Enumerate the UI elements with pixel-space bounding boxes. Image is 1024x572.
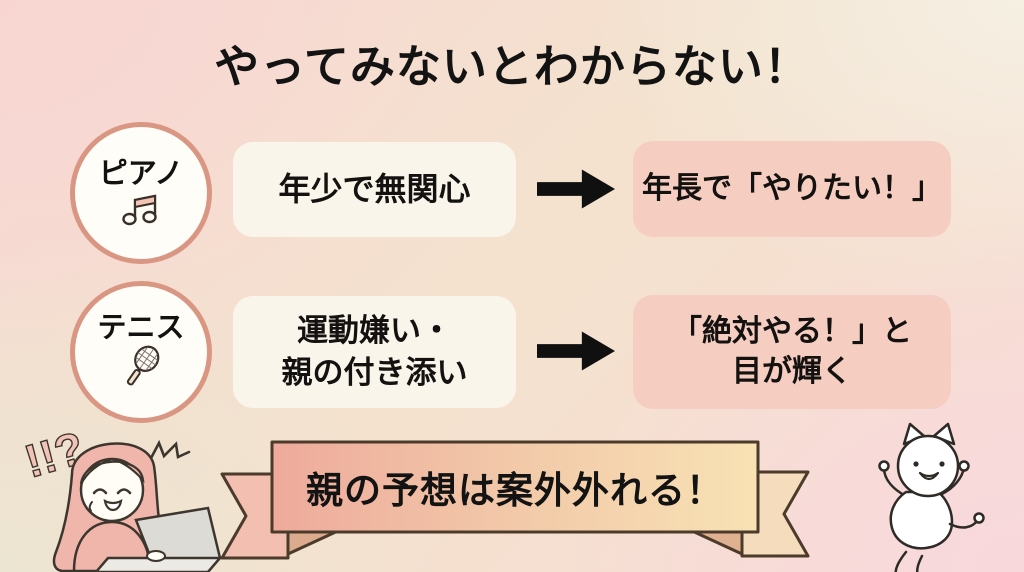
ribbon-shape bbox=[220, 440, 810, 560]
conclusion-banner: 親の予想は案外外れる！ bbox=[210, 430, 820, 565]
jumping-cat-illustration bbox=[878, 422, 985, 572]
before-box-tennis: 運動嫌い・ 親の付き添い bbox=[233, 296, 516, 408]
arrow-right-icon bbox=[537, 331, 615, 371]
banner-text: 親の予想は案外外れる！ bbox=[306, 470, 724, 511]
music-note-icon bbox=[122, 194, 157, 226]
category-label-tennis: テニス bbox=[97, 312, 185, 344]
tennis-racket-icon bbox=[126, 345, 160, 386]
category-badge-piano: ピアノ bbox=[70, 122, 212, 264]
category-label-piano: ピアノ bbox=[98, 158, 184, 190]
category-badge-tennis: テニス bbox=[70, 281, 212, 423]
arrow-right-icon bbox=[537, 169, 615, 209]
after-box-piano: 年長で「やりたい！」 bbox=[633, 141, 951, 237]
girl-with-laptop-illustration: !!? bbox=[18, 421, 223, 572]
before-box-piano: 年少で無関心 bbox=[233, 142, 516, 237]
page-title: やってみないとわからない！ bbox=[214, 41, 810, 92]
after-box-tennis: 「絶対やる！」と 目が輝く bbox=[633, 295, 951, 409]
